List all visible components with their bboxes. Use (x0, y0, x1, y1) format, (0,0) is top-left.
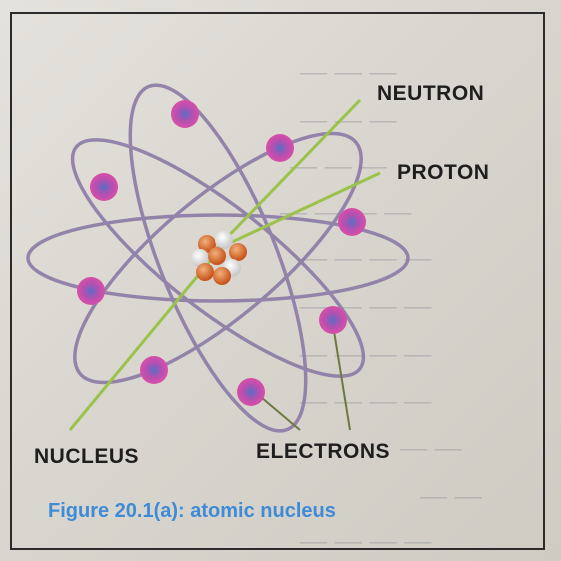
figure-caption: Figure 20.1(a): atomic nucleus (48, 500, 336, 523)
label-nucleus: NUCLEUS (34, 445, 139, 469)
electron (266, 134, 294, 162)
electron (90, 173, 118, 201)
electron (171, 100, 199, 128)
nucleon (196, 263, 214, 281)
nucleon (215, 231, 233, 249)
electron (140, 356, 168, 384)
nucleon (229, 243, 247, 261)
pointer-neutron (215, 100, 360, 250)
nucleon (208, 247, 226, 265)
electron (319, 306, 347, 334)
electron (237, 378, 265, 406)
electron (77, 277, 105, 305)
label-neutron: NEUTRON (377, 82, 484, 106)
nucleon (213, 267, 231, 285)
label-electrons: ELECTRONS (256, 440, 390, 464)
label-proton: PROTON (397, 161, 489, 185)
electron (338, 208, 366, 236)
